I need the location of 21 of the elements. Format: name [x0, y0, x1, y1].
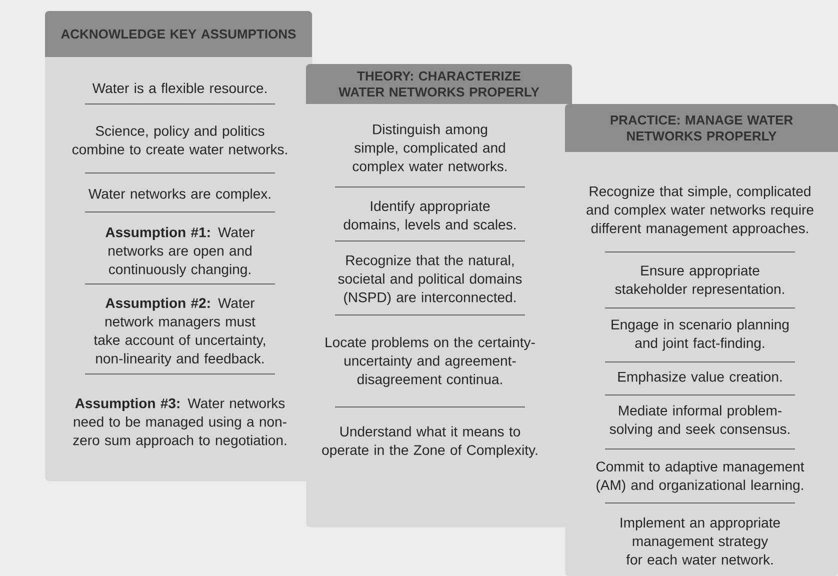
item-text: Locate problems on the certainty-uncertainty and agreement-disagreement continua.	[326, 336, 535, 388]
panel-heading: ACKNOWLEDGE KEY ASSUMPTIONS	[61, 29, 296, 39]
item-text: Ensure appropriate stakeholder representation.	[615, 265, 784, 297]
item-text: Water networks are complex.	[88, 188, 270, 202]
item-text: Identify appropriate domains, levels and scales.	[344, 200, 516, 232]
item-text: Emphasize value creation.	[618, 371, 782, 385]
item-text: Recognize that the natural, societal and political domains (NSPD) are interconnected.	[338, 254, 522, 306]
item-text: Commit to adaptive management (AM) and organizational learning.	[596, 461, 804, 493]
item-text: Implement an appropriate management strategy for each water network.	[620, 517, 780, 565]
panel-heading: PRACTICE: MANAGE WATER NETWORKS PROPERLY	[610, 115, 793, 141]
item-text: Assumption #1: Water networks are open and continuously changing.	[106, 226, 255, 278]
item-text: Assumption #3: Water networks need to be managed using a non-zero sum approach to negotiation.	[73, 398, 286, 448]
item-text: Engage in scenario planning and joint fact-finding.	[612, 319, 789, 351]
item-text: Understand what it means to operate in the Zone of Complexity.	[322, 426, 538, 458]
item-text: Science, policy and politics combine to create water networks.	[72, 126, 287, 154]
panel-heading: THEORY: CHARACTERIZE WATER NETWORKS PROPERLY	[338, 71, 540, 97]
item-text: Mediate informal problem-solving and seek consensus.	[610, 405, 790, 437]
item-text: Assumption #2: Water network managers must take account of uncertainty, non-linearity and feedback.	[94, 298, 265, 366]
item-text: Recognize that simple, complicated and complex water networks require different management approaches.	[586, 186, 814, 236]
item-text: Water is a flexible resource.	[92, 82, 266, 94]
item-text: Distinguish among simple, complicated and complex water networks.	[352, 124, 506, 174]
